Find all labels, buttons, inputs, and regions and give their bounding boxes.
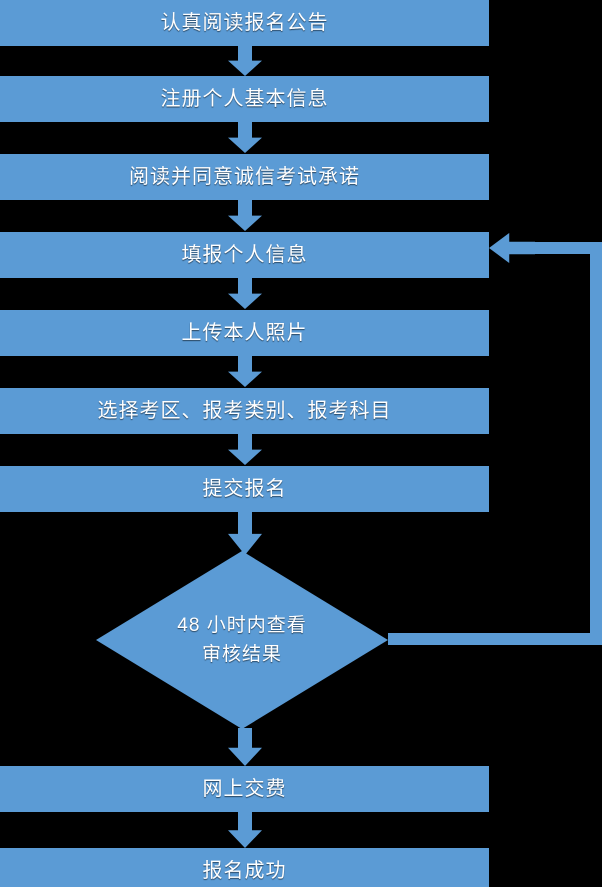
node-read-notice-label: 认真阅读报名公告: [160, 12, 329, 34]
node-review-result-label-line2: 审核结果: [201, 644, 282, 665]
feedback-loop-horizontal-segment: [388, 633, 602, 645]
connector-arrow-submit-apply-to-review-result: [228, 511, 262, 555]
node-submit-apply[interactable]: 提交报名: [0, 466, 489, 512]
node-register-info-label: 注册个人基本信息: [160, 88, 329, 110]
node-choose-subject[interactable]: 选择考区、报考类别、报考科目: [0, 388, 489, 434]
connector-arrow-online-payment-to-apply-success: [228, 811, 262, 848]
node-apply-success[interactable]: 报名成功: [0, 848, 489, 887]
node-upload-photo-label: 上传本人照片: [181, 322, 308, 344]
node-register-info[interactable]: 注册个人基本信息: [0, 76, 489, 122]
node-agree-pledge[interactable]: 阅读并同意诚信考试承诺: [0, 154, 489, 200]
feedback-loop-top-segment: [524, 242, 602, 254]
connector-arrow-review-result-to-online-payment: [228, 728, 262, 766]
node-online-payment-label: 网上交费: [202, 778, 287, 800]
connector-arrow-register-info-to-agree-pledge: [228, 121, 262, 153]
connector-arrow-read-notice-to-register-info: [228, 44, 262, 76]
connector-arrow-choose-subject-to-submit-apply: [228, 433, 262, 465]
node-online-payment[interactable]: 网上交费: [0, 766, 489, 812]
node-review-result-label-line1: 48 小时内查看: [177, 614, 307, 636]
node-apply-success-label: 报名成功: [202, 860, 287, 882]
feedback-loop-arrowhead-icon: [489, 233, 535, 263]
node-choose-subject-label: 选择考区、报考类别、报考科目: [97, 400, 392, 422]
node-review-result[interactable]: 48 小时内查看 审核结果: [96, 551, 388, 729]
node-read-notice[interactable]: 认真阅读报名公告: [0, 0, 489, 46]
connector-arrow-upload-photo-to-choose-subject: [228, 355, 262, 387]
connector-arrow-fill-info-to-upload-photo: [228, 277, 262, 309]
node-fill-info[interactable]: 填报个人信息: [0, 232, 489, 278]
connector-arrow-agree-pledge-to-fill-info: [228, 199, 262, 231]
node-fill-info-label: 填报个人信息: [181, 244, 308, 266]
feedback-loop-vertical-segment: [590, 242, 602, 645]
node-submit-apply-label: 提交报名: [202, 478, 287, 500]
node-upload-photo[interactable]: 上传本人照片: [0, 310, 489, 356]
node-review-result-label-group: 48 小时内查看 审核结果: [177, 611, 306, 670]
node-agree-pledge-label: 阅读并同意诚信考试承诺: [129, 166, 360, 188]
